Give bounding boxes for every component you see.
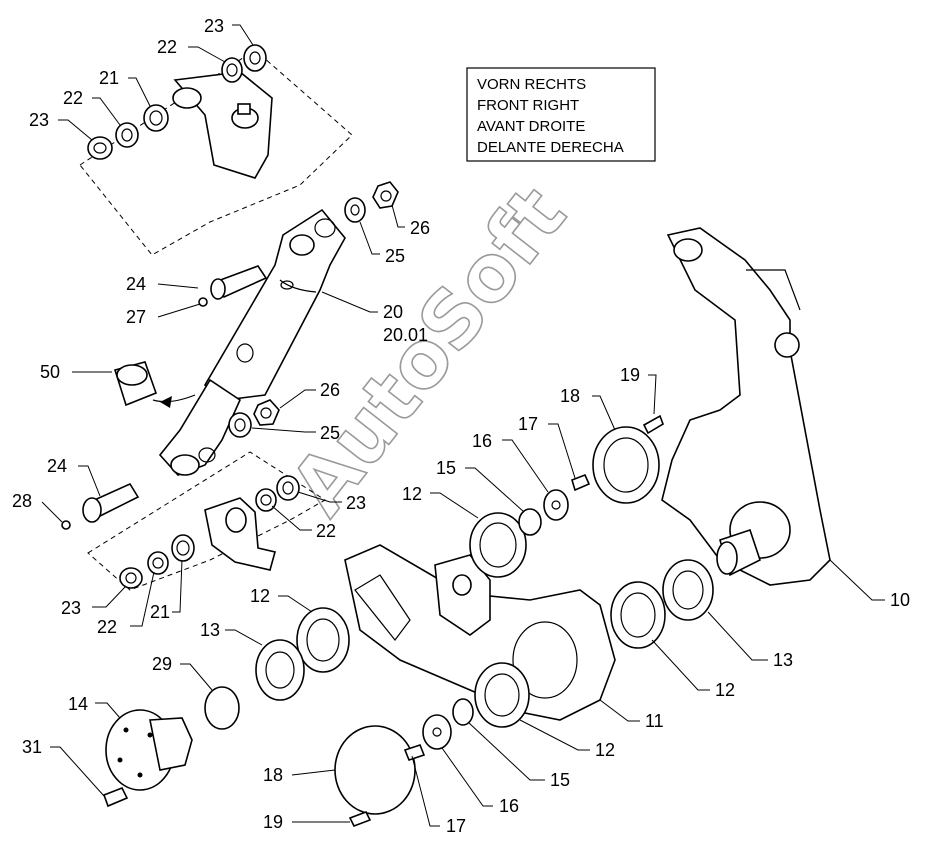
callout-22: 22: [63, 88, 83, 108]
callout-24: 24: [47, 456, 67, 476]
washer-22-top: [221, 57, 243, 83]
caption-box: VORN RECHTS FRONT RIGHT AVANT DROITE DEL…: [466, 67, 656, 162]
callout-19: 19: [620, 365, 640, 385]
caption-line-2: FRONT RIGHT: [477, 97, 579, 114]
callout-21: 21: [99, 68, 119, 88]
washer-25-top: [344, 197, 366, 223]
washer-25-mid: [228, 412, 252, 438]
bolt-17-lower: [403, 744, 426, 761]
seal-15-lower: [452, 698, 474, 726]
callout-21: 21: [150, 602, 170, 622]
callout-13: 13: [200, 620, 220, 640]
leader-lines: [41, 24, 885, 827]
pin-24-lower: [61, 482, 140, 530]
caption-line-3: AVANT DROITE: [477, 118, 585, 135]
flange-16-upper: [543, 489, 569, 521]
bearing-21-top: [143, 104, 169, 132]
callout-15: 15: [436, 458, 456, 478]
callout-12: 12: [715, 680, 735, 700]
callout-23: 23: [346, 493, 366, 513]
sleeve-50: [113, 361, 196, 408]
upper-clevis-bracket: [172, 71, 273, 179]
callout-25: 25: [385, 246, 405, 266]
cover-18-lower: [334, 725, 416, 815]
callout-15: 15: [550, 770, 570, 790]
callout-23: 23: [29, 110, 49, 130]
callout-17: 17: [446, 816, 466, 836]
swing-arm-11: [344, 544, 616, 721]
callout-11: 11: [645, 711, 664, 731]
callout-23: 23: [61, 598, 81, 618]
callout-20-01: 20.01: [383, 325, 428, 345]
seal-13-right: [662, 559, 714, 621]
callout-13: 13: [773, 650, 793, 670]
caption-line-4: DELANTE DERECHA: [477, 139, 624, 156]
caption-line-1: VORN RECHTS: [477, 76, 586, 93]
pin-24-upper: [198, 265, 268, 307]
nut-26-top: [372, 181, 399, 209]
flange-16-lower: [422, 714, 452, 750]
callout-22: 22: [157, 37, 177, 57]
seal-13-left: [255, 639, 305, 701]
callout-12: 12: [250, 586, 270, 606]
callout-24: 24: [126, 274, 146, 294]
callout-16: 16: [472, 431, 492, 451]
bolt-19-upper: [642, 414, 664, 435]
callout-27: 27: [126, 307, 146, 327]
callout-10: 10: [890, 590, 910, 610]
callout-19: 19: [263, 812, 283, 832]
callout-31: 31: [22, 737, 42, 757]
cover-18-upper: [592, 426, 660, 504]
callout-23: 23: [204, 16, 224, 36]
callout-26: 26: [410, 218, 430, 238]
callout-50: 50: [40, 362, 60, 382]
bolt-17-upper: [571, 473, 591, 492]
seal-15-upper: [518, 508, 542, 536]
main-frame-10: [661, 227, 831, 586]
callout-12: 12: [402, 484, 422, 504]
callout-18: 18: [263, 765, 283, 785]
cylinder-20: [158, 208, 346, 476]
callout-16: 16: [499, 796, 519, 816]
bolt-31: [102, 786, 129, 808]
lower-explode-frame: [87, 451, 326, 591]
callout-20: 20: [383, 302, 403, 322]
ring-29: [204, 686, 240, 730]
callout-25: 25: [320, 423, 340, 443]
callout-17: 17: [518, 414, 538, 434]
callout-labels: 23 22 21 22 23 26 25 24 27 20 20.01 50 2…: [12, 16, 910, 836]
callout-29: 29: [152, 654, 172, 674]
hub-14: [105, 709, 193, 791]
nut-26-mid: [253, 399, 280, 426]
callout-12: 12: [595, 740, 615, 760]
washer-22-left: [115, 122, 139, 148]
callout-22: 22: [97, 617, 117, 637]
bearing-12-right: [610, 581, 666, 649]
bearing-12-upper: [469, 512, 527, 578]
callout-22: 22: [316, 521, 336, 541]
lower-washers: [119, 475, 300, 589]
callout-26: 26: [320, 380, 340, 400]
callout-14: 14: [68, 694, 88, 714]
callout-28: 28: [12, 491, 32, 511]
bearing-12-mid-left: [296, 607, 350, 673]
bolt-19-lower: [348, 810, 372, 828]
lower-clevis-bracket: [204, 497, 276, 571]
bearing-12-lower: [474, 662, 530, 728]
washer-23-left: [87, 136, 113, 160]
washer-23-top: [243, 44, 267, 72]
callout-18: 18: [560, 386, 580, 406]
